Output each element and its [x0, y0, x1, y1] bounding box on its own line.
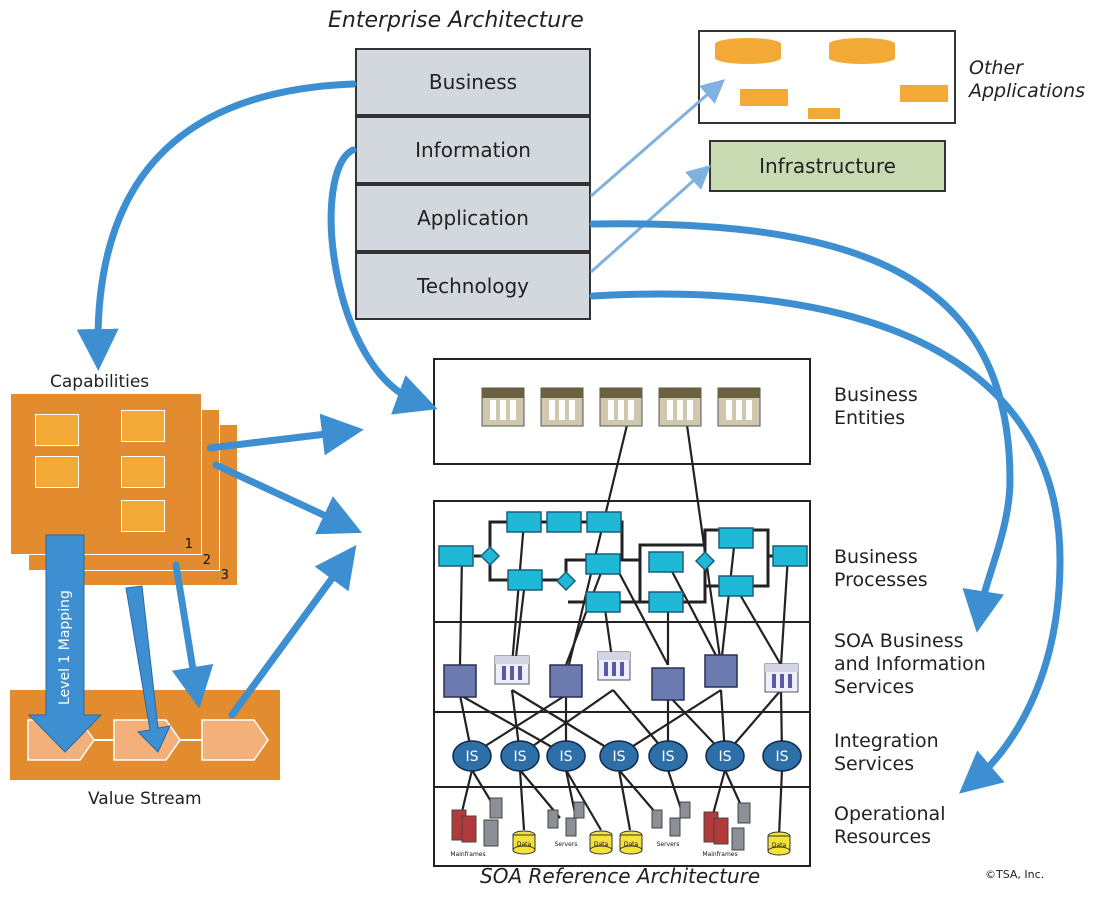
layer-label-integration-services: Integration Services	[834, 730, 939, 775]
other-applications-icons	[715, 38, 948, 119]
layer-label-operational-resources: Operational Resources	[834, 803, 946, 848]
is-label: IS	[775, 749, 788, 765]
is-label: IS	[465, 749, 478, 765]
layer-label-business-processes: Business Processes	[834, 546, 928, 591]
integration-service-ovals	[452, 740, 802, 772]
layer-label-soa-services: SOA Business and Information Services	[834, 630, 986, 698]
is-label: IS	[661, 749, 674, 765]
servers-label: Servers	[657, 841, 680, 848]
infrastructure-box: Infrastructure	[709, 140, 946, 192]
process-boxes	[438, 511, 808, 613]
data-label: Data	[624, 841, 639, 848]
data-label: Data	[517, 841, 532, 848]
decision-diamonds	[479, 545, 716, 592]
servers-label: Servers	[555, 841, 578, 848]
data-label: Data	[772, 842, 787, 849]
copyright: ©TSA, Inc.	[985, 868, 1045, 881]
thin-arrows	[590, 79, 726, 274]
main-arrows	[76, 80, 1064, 794]
diagram-title: Enterprise Architecture	[328, 8, 584, 33]
capability-card-1: 1	[10, 393, 202, 555]
other-applications-box	[698, 30, 956, 124]
mainframes-label: Mainframes	[450, 851, 485, 858]
is-labels: IS IS IS IS IS IS IS	[465, 749, 788, 765]
data-label: Data	[594, 841, 609, 848]
is-label: IS	[513, 749, 526, 765]
capability-block	[121, 500, 165, 532]
ea-layer-business: Business	[355, 48, 591, 116]
mapping-label: Level 1 Mapping	[57, 590, 73, 705]
layer-label-business-entities: Business Entities	[834, 384, 918, 429]
card-number: 1	[184, 537, 193, 552]
mainframes-label: Mainframes	[702, 851, 737, 858]
operational-resources	[451, 797, 791, 856]
soa-title: SOA Reference Architecture	[480, 864, 761, 888]
is-label: IS	[612, 749, 625, 765]
capability-block	[121, 456, 165, 488]
business-entity-icons	[481, 387, 761, 427]
card-number: 3	[220, 568, 229, 583]
ea-layer-application: Application	[355, 184, 591, 252]
capability-block	[35, 456, 79, 488]
capability-block	[121, 410, 165, 442]
connection-lines	[458, 424, 790, 837]
service-entity-icons	[494, 651, 799, 693]
capability-block	[35, 414, 79, 446]
mapping-arrows	[27, 534, 171, 753]
ea-layer-information: Information	[355, 116, 591, 184]
capabilities-label: Capabilities	[50, 372, 150, 392]
service-boxes	[443, 654, 738, 701]
other-applications-label: Other Applications	[969, 57, 1086, 102]
card-number: 2	[202, 553, 211, 568]
ea-layer-technology: Technology	[355, 252, 591, 320]
is-label: IS	[718, 749, 731, 765]
value-stream-label: Value Stream	[88, 789, 202, 809]
resource-labels: Mainframes Mainframes Servers Servers Da…	[450, 841, 786, 858]
is-label: IS	[559, 749, 572, 765]
